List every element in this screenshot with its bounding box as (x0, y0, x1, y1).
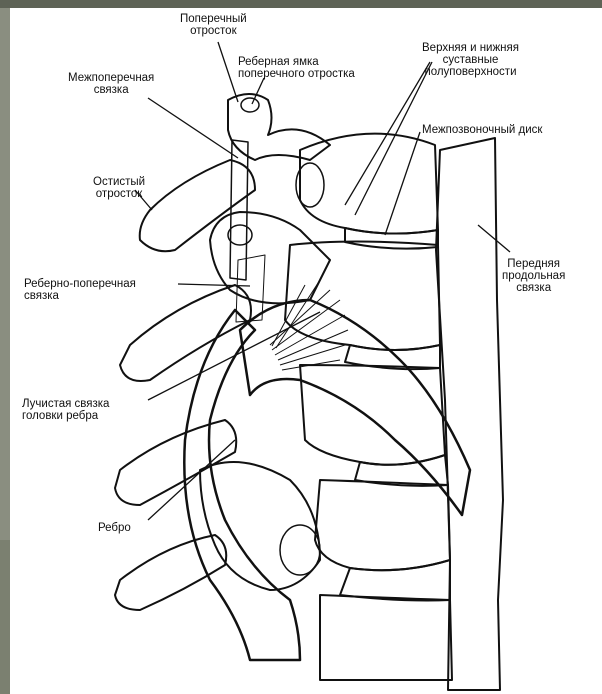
leader-transverse-process (218, 42, 238, 102)
label-rib: Ребро (98, 522, 131, 534)
leader-rib (148, 440, 235, 520)
leader-semifacet-1 (345, 62, 430, 205)
label-anterior-longitudinal-ligament: Передняя продольная связка (502, 258, 565, 294)
vertebral-body-middle (285, 242, 440, 351)
vertebral-body-upper (300, 134, 438, 234)
radiate-ligament-fibers (270, 280, 348, 370)
spinous-process-middle (120, 285, 251, 381)
costal-facet-shape (241, 98, 259, 112)
rib-shape (184, 310, 300, 660)
transverse-process-shape (228, 94, 330, 160)
anterior-longitudinal-ligament-shape (436, 138, 503, 690)
label-articular-semifacets: Верхняя и нижняя суставные полуповерхнос… (422, 42, 519, 78)
spinous-process-lower (115, 420, 236, 505)
leader-intertransverse-ligament (148, 98, 238, 158)
illustration-panel: Поперечный отросток Межпоперечная связка… (10, 8, 602, 694)
leader-lines (135, 42, 510, 520)
label-radiate-ligament: Лучистая связка головки ребра (22, 398, 109, 422)
label-intervertebral-disc: Межпозвоночный диск (422, 124, 542, 136)
leader-costotransverse-ligament (178, 284, 250, 286)
spine-rib-joint-illustration (10, 8, 602, 694)
label-costal-facet: Реберная ямка поперечного отростка (238, 56, 355, 80)
leader-radiate-ligament (148, 312, 320, 400)
top-border-strip (0, 0, 602, 8)
leader-anterior-longitudinal-ligament (478, 225, 510, 252)
rib-upper-arc (240, 300, 470, 515)
leader-intervertebral-disc (385, 132, 420, 235)
vertebral-body-bottom (315, 480, 450, 570)
neural-arch-shape (210, 212, 330, 303)
spinous-process-upper (140, 160, 255, 251)
neural-arch-facet (228, 225, 252, 245)
spinous-process-bottom (115, 535, 226, 610)
leader-semifacet-2 (355, 62, 432, 215)
intervertebral-disc-bottom (340, 560, 450, 600)
vertebral-body-base (320, 595, 452, 680)
label-costotransverse-ligament: Реберно-поперечная связка (24, 278, 136, 302)
leader-costal-facet (252, 78, 264, 104)
vertebral-body-lower (300, 365, 445, 465)
intervertebral-foramen (280, 525, 320, 575)
label-transverse-process: Поперечный отросток (180, 13, 247, 37)
label-intertransverse-ligament: Межпоперечная связка (68, 72, 154, 96)
label-spinous-process: Остистый отросток (93, 176, 145, 200)
intervertebral-disc-upper (345, 228, 438, 249)
